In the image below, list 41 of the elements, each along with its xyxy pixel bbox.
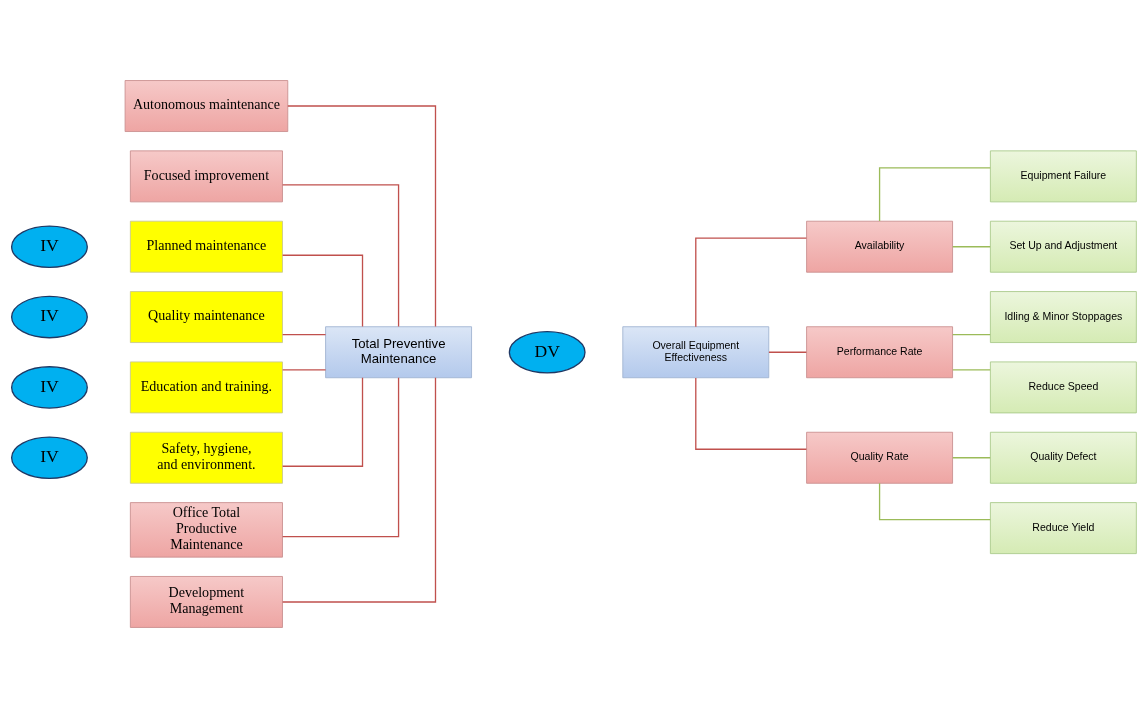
- connector: [952, 245, 991, 247]
- node-ellipse: IV: [11, 365, 88, 409]
- node-ellipse: IV: [11, 224, 88, 268]
- connector: [878, 482, 991, 520]
- connector: [281, 183, 400, 327]
- connector: [952, 368, 991, 370]
- connector: [281, 376, 364, 467]
- node-box: Set Up and Adjustment: [989, 220, 1137, 273]
- node-box: Total Preventive Maintenance: [325, 325, 472, 378]
- connector: [952, 456, 991, 458]
- node-box: Quality Defect: [989, 431, 1137, 484]
- node-box: Reduce Yield: [989, 501, 1137, 554]
- node-box: Quality maintenance: [129, 290, 283, 343]
- connector: [282, 376, 437, 603]
- node-box: Quality Rate: [806, 431, 953, 484]
- node-box: Office Total Productive Maintenance: [129, 501, 283, 558]
- node-box: Planned maintenance: [129, 220, 283, 273]
- connector: [878, 166, 991, 222]
- connector: [281, 368, 327, 370]
- connector: [768, 351, 807, 353]
- connector: [695, 237, 808, 327]
- node-box: Education and training.: [129, 360, 283, 413]
- node-ellipse: DV: [508, 330, 586, 374]
- node-box: Availability: [806, 220, 953, 273]
- node-box: Overall Equipment Effectiveness: [622, 325, 770, 378]
- connector: [281, 254, 364, 327]
- node-box: Reduce Speed: [989, 360, 1137, 413]
- node-ellipse: IV: [11, 435, 88, 479]
- node-box: Performance Rate: [806, 325, 953, 378]
- connector: [281, 333, 327, 335]
- node-box: Focused improvement: [129, 149, 283, 202]
- connector: [287, 104, 437, 327]
- connector: [952, 333, 991, 335]
- node-ellipse: IV: [11, 295, 88, 338]
- node-box: Equipment Failure: [989, 149, 1137, 202]
- node-box: Development Management: [129, 575, 283, 628]
- node-box: Idling & Minor Stoppages: [989, 290, 1137, 343]
- connector: [695, 376, 808, 450]
- connector: [281, 376, 400, 537]
- node-box: Autonomous maintenance: [124, 79, 289, 132]
- node-box: Safety, hygiene, and environment.: [129, 431, 283, 484]
